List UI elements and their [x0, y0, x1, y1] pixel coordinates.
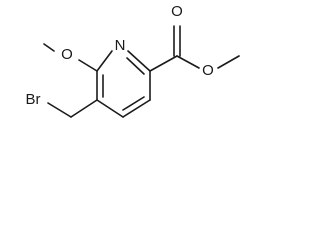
atom-label-bromine: Br	[26, 91, 41, 108]
bond-ch2-br	[47, 102, 72, 118]
bond-ring-c6-n1	[96, 50, 113, 72]
bond-ring-n1-c2	[127, 50, 151, 72]
bond-c5-ch2	[70, 99, 98, 118]
atom-label-carbonyl-oxygen: O	[171, 3, 183, 20]
atom-label-ester-oxygen: O	[202, 62, 214, 79]
atom-label-ring-nitrogen: N	[115, 37, 126, 54]
bond-c2-carbonyl-c	[149, 55, 178, 72]
bond-ring-c3-c4	[122, 99, 151, 118]
bond-c6-methoxy-o	[78, 59, 98, 72]
bond-ring-c3-c4-inner	[122, 96, 145, 111]
chemical-structure: O N O O Br	[26, 3, 240, 118]
bond-carbonyl-c-ester-o	[176, 55, 200, 69]
bond-ring-n1-c2-inner	[126, 57, 145, 75]
bond-ring-c4-c5	[96, 99, 124, 118]
bond-methoxy-o-ch3	[43, 43, 55, 52]
atom-label-methoxy-oxygen: O	[61, 46, 73, 63]
bond-ester-o-ch3	[217, 55, 240, 69]
